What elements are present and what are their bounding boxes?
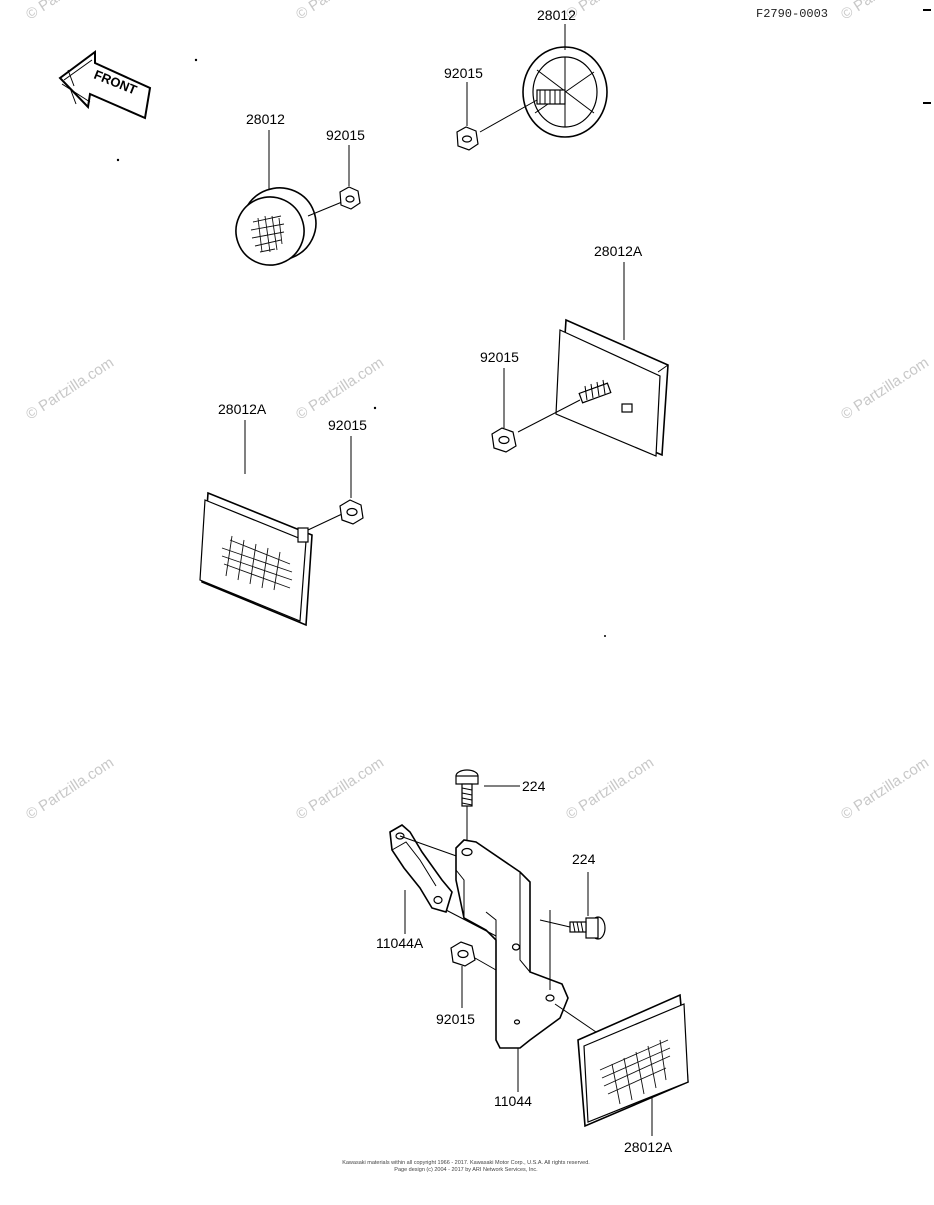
part-label: 224 bbox=[522, 778, 546, 794]
watermarks: © Partzilla.com © Partzilla.com © Partzi… bbox=[23, 0, 932, 823]
round-reflector-right bbox=[479, 46, 608, 138]
part-label: 92015 bbox=[480, 349, 519, 365]
part-label: 28012A bbox=[624, 1139, 673, 1155]
watermark: © Partzilla.com bbox=[838, 754, 932, 823]
copyright-line: Page design (c) 2004 - 2017 by ARI Netwo… bbox=[394, 1167, 538, 1173]
part-label: 92015 bbox=[328, 417, 367, 433]
watermark: © Partzilla.com bbox=[293, 354, 387, 423]
part-label: 92015 bbox=[326, 127, 365, 143]
watermark: © Partzilla.com bbox=[293, 0, 387, 23]
part-label: 92015 bbox=[444, 65, 483, 81]
watermark: © Partzilla.com bbox=[838, 354, 932, 423]
rect-reflector-bottom bbox=[577, 993, 689, 1128]
part-label: 11044A bbox=[376, 935, 424, 951]
round-reflector-left bbox=[235, 187, 343, 266]
nut-bottom bbox=[450, 941, 497, 971]
main-bracket bbox=[445, 839, 597, 1049]
part-label: 28012A bbox=[594, 243, 643, 259]
watermark: © Partzilla.com bbox=[838, 0, 932, 23]
rect-reflector-left bbox=[199, 491, 343, 627]
nut-left-mid bbox=[339, 499, 364, 525]
watermark: © Partzilla.com bbox=[293, 754, 387, 823]
nut-right-mid bbox=[491, 427, 517, 453]
part-label: 92015 bbox=[436, 1011, 475, 1027]
part-label: 11044 bbox=[494, 1093, 532, 1109]
part-label: 28012A bbox=[218, 401, 267, 417]
watermark: © Partzilla.com bbox=[563, 754, 657, 823]
part-label: 28012 bbox=[537, 7, 576, 23]
nut-left-top bbox=[339, 186, 361, 210]
diagram-code: F2790-0003 bbox=[756, 7, 828, 21]
watermark: © Partzilla.com bbox=[23, 0, 117, 23]
nut-right-top bbox=[456, 126, 479, 151]
watermark: © Partzilla.com bbox=[563, 0, 657, 23]
bolt-top bbox=[455, 769, 479, 848]
watermark: © Partzilla.com bbox=[23, 354, 117, 423]
rect-reflector-right bbox=[517, 318, 669, 457]
watermark: © Partzilla.com bbox=[23, 754, 117, 823]
part-label: 224 bbox=[572, 851, 596, 867]
part-label: 28012 bbox=[246, 111, 285, 127]
small-bracket bbox=[389, 824, 463, 913]
front-arrow-icon: FRONT bbox=[58, 50, 152, 120]
bolt-right bbox=[539, 916, 606, 940]
copyright-line: Kawasaki materials within all copyright … bbox=[342, 1160, 590, 1166]
